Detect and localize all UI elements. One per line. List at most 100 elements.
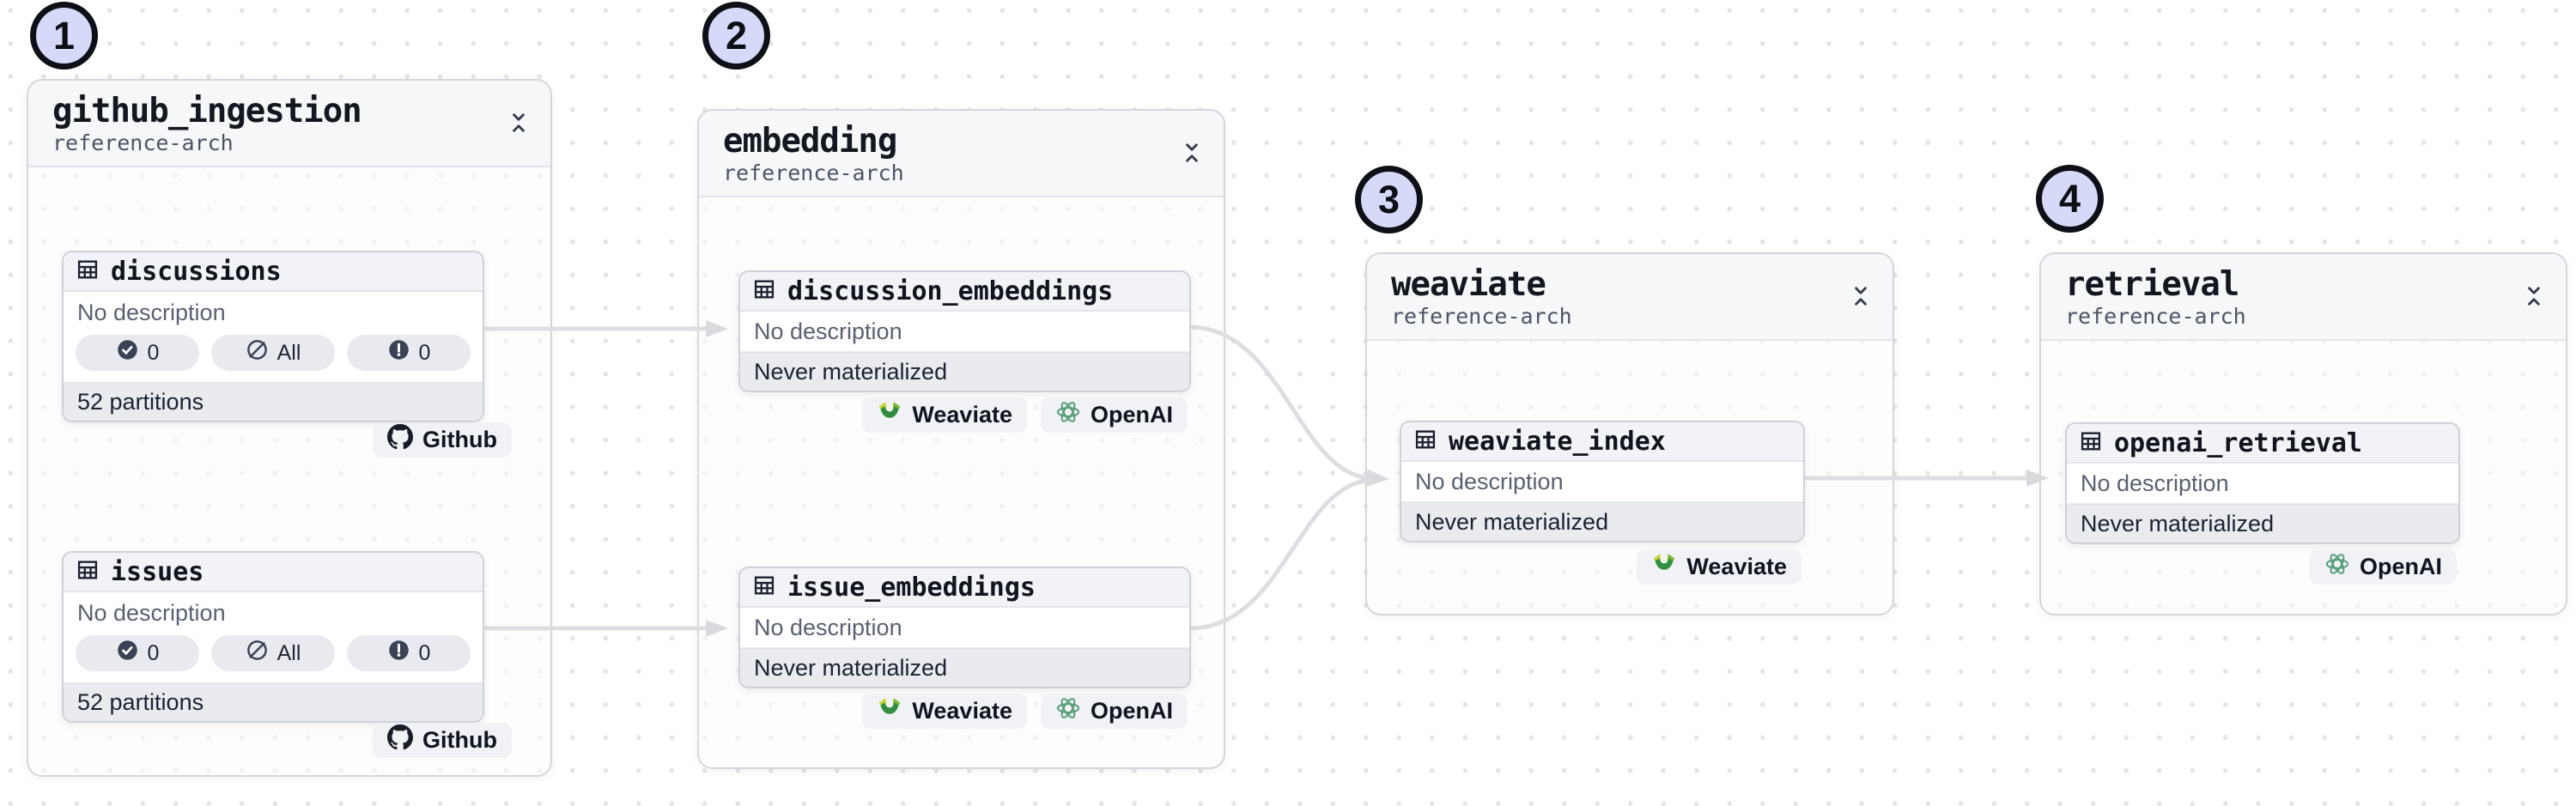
asset-card-openai_retrieval[interactable]: openai_retrieval No description Never ma… [2065,422,2460,544]
table-icon [2079,429,2103,458]
partition-stats-row: 0 All 0 [64,330,483,382]
stat-label: 0 [418,340,431,365]
integration-row: Weaviate OpenAI [862,397,1188,433]
integration-row: OpenAI [2309,549,2457,585]
step-number: 4 [2058,176,2081,221]
asset-partitions-footer: 52 partitions [64,682,483,721]
integration-row: Weaviate OpenAI [862,694,1188,729]
asset-materialization-status: Never materialized [740,352,1189,391]
asset-card-header: discussions [64,252,483,292]
group-header-retrieval[interactable]: retrieval reference-arch [2041,254,2566,341]
stat-label: All [276,640,301,665]
github-logo [387,424,414,456]
asset-card-issue_embeddings[interactable]: issue_embeddings No description Never ma… [738,567,1191,688]
step-number: 3 [1377,177,1400,221]
asset-materialization-status: Never materialized [1401,502,1803,541]
failed-count-pill[interactable]: 0 [347,635,471,671]
asset-description: No description [77,600,226,626]
table-icon [752,277,776,306]
openai-logo [1055,695,1081,727]
asset-card-weaviate_index[interactable]: weaviate_index No description Never mate… [1400,421,1805,542]
step-circle-3: 3 [1355,166,1423,233]
integration-row: Github [373,422,512,458]
asset-partitions-footer: 52 partitions [64,382,483,421]
asset-description: No description [740,608,1189,648]
asset-card-issues[interactable]: issues No description 0 All 0 52 partiti… [62,551,484,723]
check-circle-icon [116,639,139,668]
slash-circle-icon [246,639,269,668]
collapse-chevrons-icon[interactable] [1181,142,1203,168]
step-circle-1: 1 [30,2,98,70]
group-header-weaviate[interactable]: weaviate reference-arch [1367,254,1893,341]
alert-circle-icon [387,338,410,367]
weaviate-logo [1651,551,1677,583]
integration-label: Github [422,427,497,452]
asset-description: No description [2067,464,2458,504]
integration-badge-openai: OpenAI [1040,397,1188,433]
integration-badge-github: Github [373,723,512,758]
group-embedding: embedding reference-arch discussion_embe… [697,109,1225,769]
asset-card-discussions[interactable]: discussions No description 0 All 0 52 pa… [62,251,484,422]
integration-badge-weaviate: Weaviate [1637,549,1801,585]
table-icon [76,558,100,586]
integration-label: Github [422,727,497,753]
integration-label: OpenAI [1090,402,1173,427]
step-number: 1 [52,13,76,58]
integration-badge-github: Github [373,422,512,458]
asset-description: No description [77,300,226,325]
stat-label: All [276,340,301,365]
table-icon [752,573,776,602]
collapse-chevrons-icon[interactable] [2523,285,2545,312]
step-circle-4: 4 [2036,165,2104,233]
group-subtitle: reference-arch [723,161,904,185]
weaviate-logo [877,695,902,727]
asset-card-header: issue_embeddings [740,568,1189,608]
table-icon [76,258,100,286]
asset-name: openai_retrieval [2114,427,2362,458]
materialized-count-pill[interactable]: 0 [76,335,199,371]
group-weaviate: weaviate reference-arch weaviate_index N… [1365,252,1894,615]
asset-card-header: issues [64,553,483,592]
table-icon [1413,427,1437,456]
missing-partitions-pill[interactable]: All [211,335,335,371]
asset-name: weaviate_index [1449,426,1666,457]
group-retrieval: retrieval reference-arch openai_retrieva… [2039,252,2567,615]
asset-card-header: openai_retrieval [2067,424,2458,464]
materialized-count-pill[interactable]: 0 [76,635,199,671]
collapse-chevrons-icon[interactable] [507,112,530,138]
asset-materialization-status: Never materialized [740,648,1189,687]
step-number: 2 [725,13,748,58]
integration-row: Weaviate [1637,549,1801,585]
integration-badge-weaviate: Weaviate [862,397,1027,433]
integration-label: Weaviate [912,402,1012,427]
weaviate-logo [877,399,902,431]
alert-circle-icon [387,639,410,668]
asset-materialization-status: Never materialized [2067,504,2458,542]
failed-count-pill[interactable]: 0 [347,335,471,371]
integration-label: Weaviate [912,698,1012,724]
missing-partitions-pill[interactable]: All [211,635,335,671]
group-title: weaviate [1391,265,1546,304]
asset-description: No description [740,312,1189,352]
group-header-embedding[interactable]: embedding reference-arch [699,111,1224,197]
asset-name: discussions [111,256,282,287]
partition-stats-row: 0 All 0 [64,630,483,682]
group-title: github_ingestion [52,92,362,130]
stat-label: 0 [147,640,160,665]
asset-description: No description [1401,462,1803,502]
integration-label: Weaviate [1686,554,1787,579]
group-subtitle: reference-arch [2065,304,2246,329]
asset-card-header: discussion_embeddings [740,272,1189,312]
check-circle-icon [116,338,139,367]
stat-label: 0 [418,640,431,665]
asset-name: issue_embeddings [787,572,1036,603]
github-logo [387,724,414,756]
asset-name: discussion_embeddings [787,276,1114,306]
asset-card-discussion_embeddings[interactable]: discussion_embeddings No description Nev… [738,270,1191,392]
collapse-chevrons-icon[interactable] [1850,285,1872,312]
integration-label: OpenAI [1090,698,1173,724]
integration-badge-weaviate: Weaviate [862,694,1027,729]
group-header-github_ingestion[interactable]: github_ingestion reference-arch [28,81,550,167]
stat-label: 0 [147,340,160,365]
